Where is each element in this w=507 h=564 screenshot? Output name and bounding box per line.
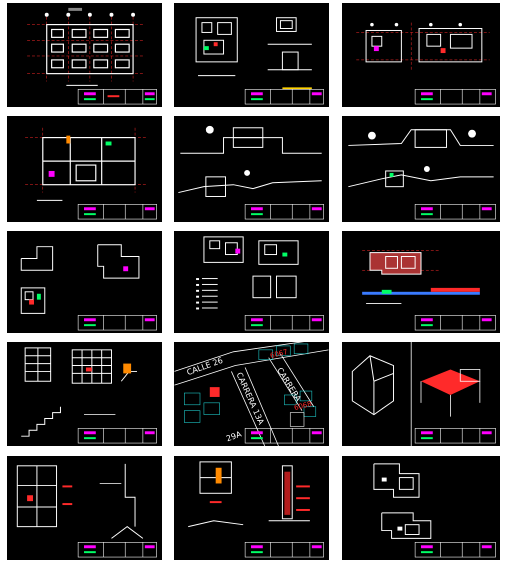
sheet-section-longitudinal (173, 115, 330, 223)
sheet-section-transversal (341, 115, 501, 223)
drawing-location-map (174, 342, 329, 446)
drawing-hatched-lots (362, 250, 496, 331)
sheet-plan-roof-axes (341, 2, 501, 108)
sheet-map-location: CALLE 26 CARRERA 13A CARRERA 29A 6067 60… (173, 341, 330, 447)
drawing-stairs (21, 347, 157, 444)
sheet-isometric-volumes (341, 341, 501, 447)
drawing-section-transversal (348, 129, 496, 220)
drawing-housing-units (20, 244, 157, 331)
sheet-plan-small-units (341, 455, 501, 561)
sheet-plan-hatched-lots (341, 230, 501, 334)
sheet-detail-facade-section (6, 455, 163, 561)
drawing-wall-section (188, 461, 324, 558)
drawing-foundation-detail (195, 17, 324, 105)
sheet-plan-housing-units (6, 230, 163, 334)
sheet-plan-foundation-detail (173, 2, 330, 108)
drawing-main-floor (25, 127, 157, 220)
sheet-detail-wall-section (173, 455, 330, 561)
sheet-plan-main-floor (6, 115, 163, 223)
drawing-facade-section (16, 463, 157, 558)
drawing-small-units (373, 463, 496, 558)
drawing-section-longitudinal (178, 125, 324, 220)
sheet-detail-stairs (6, 341, 163, 447)
sheet-plan-grid-floor (6, 2, 163, 108)
drawing-furniture-legend (196, 236, 324, 331)
drawing-roof-axes (356, 22, 496, 105)
sheet-plan-furniture-legend (173, 230, 330, 334)
drawing-isometric (351, 342, 496, 446)
drawing-grid-floor (27, 7, 157, 105)
